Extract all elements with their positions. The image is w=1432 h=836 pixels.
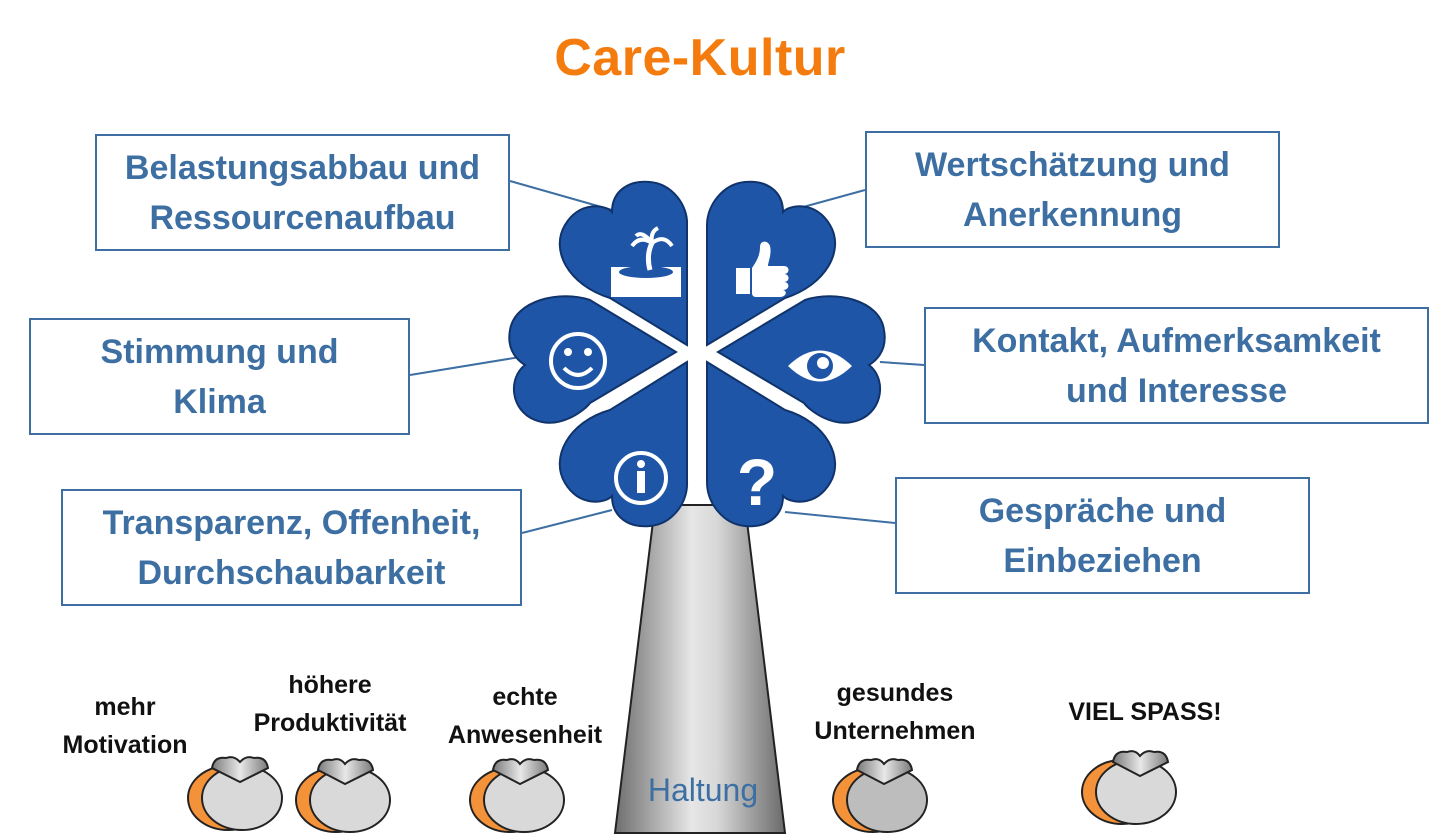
leaf-wertschaetzung — [706, 180, 836, 347]
island-icon — [611, 226, 681, 297]
box-gespraeche: Gespräche und Einbeziehen — [895, 477, 1310, 594]
seed-1 — [187, 756, 283, 831]
trunk-label: Haltung — [647, 772, 759, 808]
benefit-line: Anwesenheit — [447, 721, 603, 749]
benefit-line: echte — [492, 683, 558, 711]
box-stimmung: Stimmung und Klima — [29, 318, 410, 435]
box-belastungsabbau: Belastungsabbau und Ressourcenaufbau — [95, 134, 510, 251]
benefit-line: gesundes — [836, 679, 954, 707]
page-title: Care-Kultur — [554, 29, 846, 87]
thumbs-up-icon — [736, 241, 789, 297]
benefit-line: höhere — [288, 671, 372, 699]
box-line: Belastungsabbau und — [124, 148, 481, 187]
eye-icon — [788, 350, 852, 382]
seed-4 — [832, 758, 928, 833]
info-icon — [614, 451, 668, 505]
benefit-line: mehr — [94, 693, 156, 721]
benefit-line: VIEL SPASS! — [1068, 698, 1222, 726]
box-line: und Interesse — [1065, 371, 1288, 410]
box-line: Klima — [173, 382, 266, 421]
seed-2 — [295, 758, 391, 833]
benefit-spass: VIEL SPASS! — [1055, 693, 1235, 731]
question-mark-icon: ? — [737, 445, 777, 519]
benefit-line: Produktivität — [253, 709, 407, 737]
benefit-anwesenheit: echte Anwesenheit — [435, 678, 615, 754]
seed-3 — [469, 758, 565, 833]
box-line: Gespräche und — [978, 491, 1227, 530]
benefit-motivation: mehr Motivation — [45, 688, 205, 764]
box-line: Ressourcenaufbau — [149, 198, 456, 237]
benefit-unternehmen: gesundes Unternehmen — [800, 674, 990, 750]
benefit-produktivitaet: höhere Produktivität — [240, 666, 420, 742]
benefit-line: Unternehmen — [814, 717, 976, 745]
clover-leaves — [508, 180, 886, 528]
leaf-gespraeche — [706, 360, 836, 528]
box-kontakt: Kontakt, Aufmerksamkeit und Interesse — [924, 307, 1429, 424]
box-line: Stimmung und — [100, 332, 339, 371]
svg-text:?: ? — [737, 445, 777, 519]
leaf-transparenz — [558, 360, 689, 528]
benefit-line: Motivation — [62, 731, 188, 759]
box-line: Einbeziehen — [1003, 541, 1202, 580]
seeds — [187, 750, 1177, 833]
box-line: Wertschätzung und — [915, 145, 1230, 184]
smiley-icon — [549, 332, 607, 390]
box-transparenz: Transparenz, Offenheit, Durchschaubarkei… — [61, 489, 522, 606]
box-wertschaetzung: Wertschätzung und Anerkennung — [865, 131, 1280, 248]
leaf-belastung — [558, 180, 689, 347]
box-line: Durchschaubarkeit — [137, 553, 446, 592]
box-line: Anerkennung — [962, 195, 1183, 234]
leaf-stimmung — [508, 295, 678, 424]
connector-lines — [409, 180, 925, 534]
box-line: Transparenz, Offenheit, — [102, 503, 481, 542]
box-line: Kontakt, Aufmerksamkeit — [972, 321, 1381, 360]
seed-5 — [1081, 750, 1177, 825]
